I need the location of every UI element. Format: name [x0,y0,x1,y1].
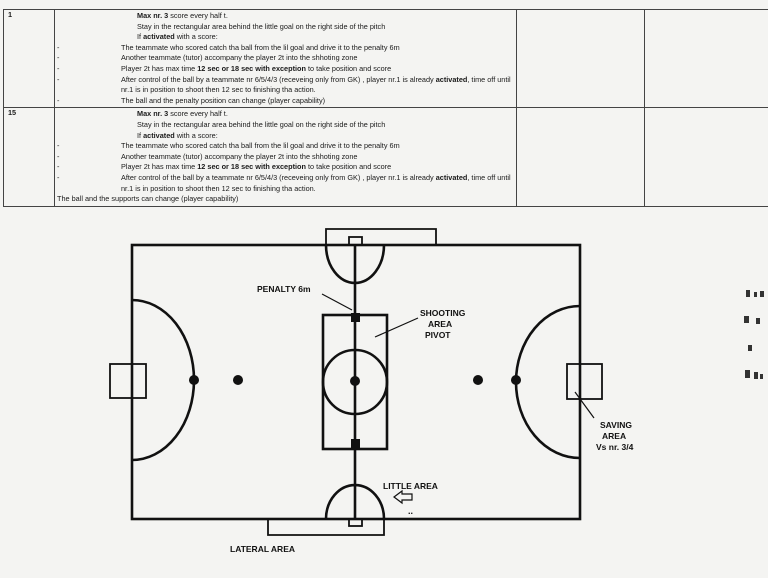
rule-line: Max nr. 3 score every half t. [137,109,228,119]
empty-cell [516,107,645,207]
little-area-arrow-icon [393,489,413,505]
rule-line: If activated with a score: [137,32,218,42]
svg-text:..: .. [408,506,413,516]
label-little-area: LITTLE AREA [383,481,438,491]
bottom-little-goal [348,518,363,527]
label-shooting-2: AREA [428,319,452,329]
left-goal-box [109,363,147,399]
rule-number: 15 [3,107,55,207]
right-penalty-arc [514,304,581,460]
rule-line: After control of the ball by a teammate … [57,173,516,184]
rule-line: Stay in the rectangular area behind the … [137,119,386,129]
rule-line: The ball and the supports can change (pl… [57,194,239,204]
top-lateral-box [325,228,437,245]
empty-cell [644,107,768,207]
label-lateral-area: LATERAL AREA [230,544,295,554]
label-saving-3: Vs nr. 3/4 [596,442,634,452]
left-arc-spot [189,375,199,385]
penalty-pointer [321,293,353,311]
penalty-mark-top [351,313,360,322]
label-saving-1: SAVING [600,420,632,430]
label-saving-2: AREA [602,431,626,441]
rule-line: The ball and the penalty position can ch… [57,96,516,107]
left-penalty-arc [131,298,196,462]
label-penalty: PENALTY 6m [257,284,311,294]
empty-cell [644,8,768,109]
label-shooting-1: SHOOTING [420,308,466,318]
rule-row: 1 Max nr. 3 score every half t.Stay in th… [3,8,768,109]
right-arc-spot [511,375,521,385]
rule-number: 1 [3,8,55,109]
right-penalty-spot [473,375,483,385]
rule-line: nr.1 is in position to shoot then 12 sec… [121,183,316,193]
left-penalty-spot [233,375,243,385]
rule-line: Stay in the rectangular area behind the … [137,21,386,31]
saving-area-pointer [574,391,595,419]
center-spot [350,376,360,386]
rule-line: Player 2t has max time 12 sec or 18 sec … [57,64,516,75]
rule-description: Max nr. 3 score every half t.Stay in the… [54,107,517,207]
top-little-area-arc [324,244,386,285]
rule-line: Another teammate (tutor) accompany the p… [57,53,516,64]
rule-line: Player 2t has max time 12 sec or 18 sec … [57,162,516,173]
rule-line: nr.1 is in position to shoot then 12 sec… [121,85,316,95]
bottom-lateral-box [267,519,385,536]
penalty-mark-bottom [351,439,360,448]
rule-line: Another teammate (tutor) accompany the p… [57,152,516,163]
right-goal-box [566,363,603,400]
rule-line: The teammate who scored catch tha ball f… [57,141,516,152]
rule-line: If activated with a score: [137,130,218,140]
rule-line: After control of the ball by a teammate … [57,75,516,86]
rule-line: Max nr. 3 score every half t. [137,11,228,20]
rule-line: The teammate who scored catch tha ball f… [57,43,516,54]
top-little-goal [348,236,363,246]
label-shooting-3: PIVOT [425,330,451,340]
shooting-area-pointer [374,317,419,338]
bottom-little-area-arc [324,483,386,520]
